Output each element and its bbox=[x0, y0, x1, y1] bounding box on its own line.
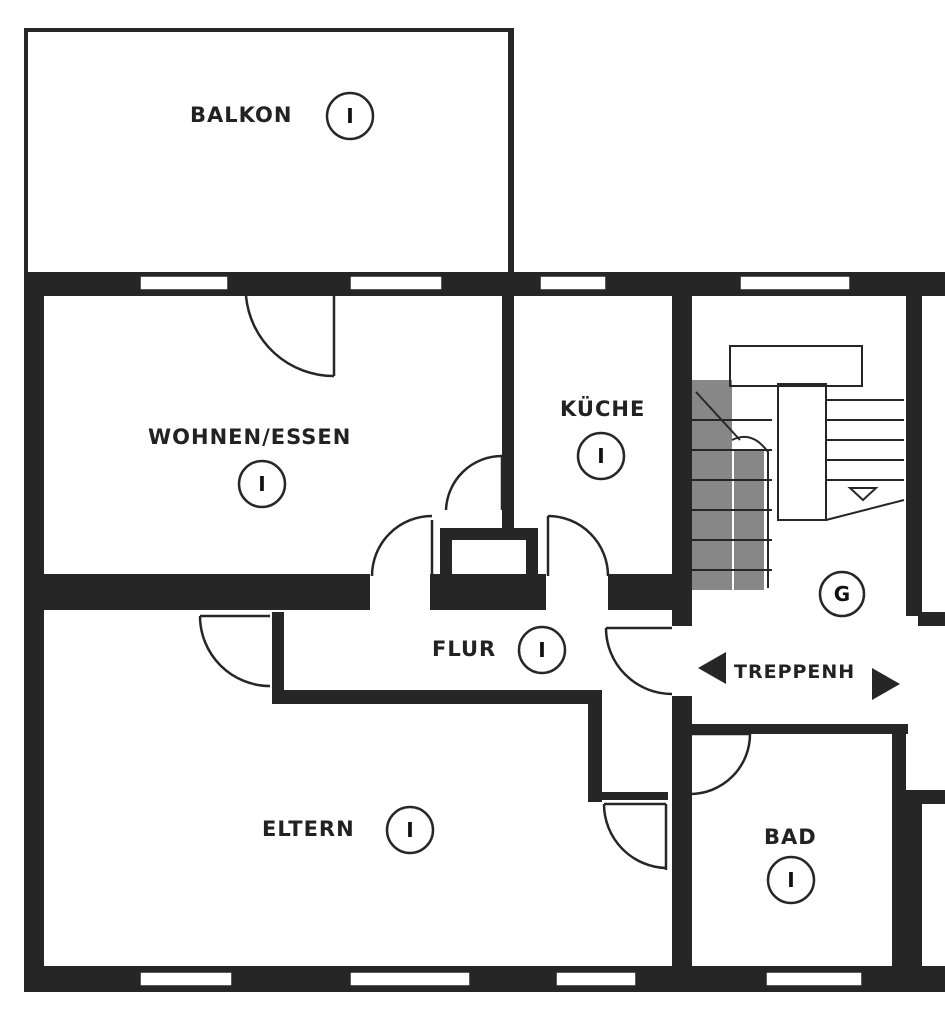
room-tag-circle bbox=[576, 431, 626, 481]
room-label-kueche: KÜCHE bbox=[560, 396, 645, 421]
room-tag-circle bbox=[325, 91, 375, 141]
stair-hatching bbox=[692, 380, 764, 590]
room-tag-flur: I bbox=[538, 638, 545, 662]
room-label-wohnen: WOHNEN/ESSEN bbox=[148, 425, 351, 449]
stair-tag: G bbox=[834, 582, 850, 606]
room-tag-circle bbox=[766, 855, 816, 905]
room-tag-circle bbox=[237, 459, 287, 509]
room-tag-kueche: I bbox=[597, 444, 604, 468]
room-tag-wohnen: I bbox=[258, 472, 265, 496]
stair-tag-circle bbox=[818, 570, 866, 618]
arrow-left-icon bbox=[698, 652, 726, 684]
room-label-balkon: BALKON bbox=[190, 103, 292, 127]
room-wohnen: WOHNEN/ESSEN I bbox=[148, 425, 351, 509]
interior-walls bbox=[24, 296, 908, 976]
arrow-right-icon bbox=[872, 668, 900, 700]
treppenhaus: TREPPENH bbox=[698, 652, 900, 700]
doors bbox=[198, 295, 752, 870]
balcony-outline bbox=[24, 28, 514, 276]
room-label-eltern: ELTERN bbox=[262, 817, 355, 841]
door-openings bbox=[370, 576, 922, 706]
room-tag-balkon: I bbox=[346, 104, 353, 128]
room-balkon: BALKON I bbox=[190, 91, 375, 141]
room-label-bad: BAD bbox=[764, 825, 817, 849]
room-tag-circle bbox=[517, 625, 567, 675]
room-tag-circle bbox=[385, 805, 435, 855]
treppenhaus-label: TREPPENH bbox=[734, 661, 855, 683]
room-kueche: KÜCHE I bbox=[560, 396, 645, 481]
bottom-windows bbox=[139, 971, 863, 987]
room-tag-bad: I bbox=[787, 868, 794, 892]
room-flur: FLUR I bbox=[432, 625, 567, 675]
room-tag-eltern: I bbox=[406, 818, 413, 842]
room-label-flur: FLUR bbox=[432, 637, 496, 661]
stair-tag-group: G bbox=[818, 570, 866, 618]
room-bad: BAD I bbox=[764, 825, 817, 905]
top-windows bbox=[139, 275, 851, 291]
room-eltern: ELTERN I bbox=[262, 805, 435, 855]
